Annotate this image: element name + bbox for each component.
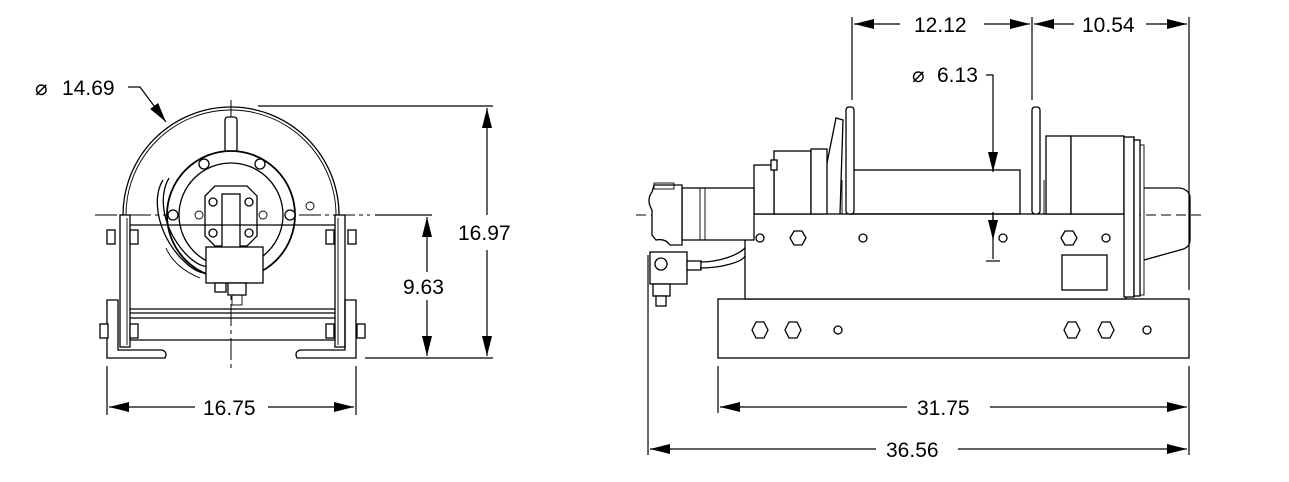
hydraulic-hose <box>156 179 213 274</box>
drum-barrel <box>849 169 1021 215</box>
gear-housing <box>1070 135 1125 215</box>
drum-flange-left <box>845 106 855 215</box>
dim-flange-diameter-value: 14.69 <box>62 77 115 100</box>
dim-base-length: 31.75 <box>917 397 970 420</box>
valve-block <box>205 246 264 284</box>
dim-flange-to-end: 10.54 <box>1082 14 1135 37</box>
shaft-key <box>224 116 238 153</box>
base-angle-right <box>295 299 357 359</box>
dim-overall-length: 36.56 <box>886 439 939 462</box>
side-view <box>636 106 1205 359</box>
right-side-plate <box>334 214 346 348</box>
hex-bolt <box>789 230 807 246</box>
dim-barrel-diameter-symbol: ⌀ <box>912 64 925 87</box>
front-view <box>95 100 370 370</box>
dim-overall-height: 16.97 <box>458 222 511 245</box>
hydraulic-motor-side <box>681 187 755 241</box>
dim-barrel-diameter-value: 6.13 <box>937 64 978 87</box>
dim-shaft-center-height: 9.63 <box>403 276 444 299</box>
base-angle-left <box>106 299 167 359</box>
dim-drum-length: 12.12 <box>914 14 967 37</box>
dim-flange-diameter-symbol: ⌀ <box>35 77 48 100</box>
name-plate <box>1061 254 1108 291</box>
left-side-plate <box>119 214 131 348</box>
valve-block-side <box>649 251 688 285</box>
dim-overall-width: 16.75 <box>203 397 256 420</box>
front-view-dimensions: ⌀ 14.69 16.97 9.63 16.75 <box>35 77 511 420</box>
bolt-head <box>106 229 116 245</box>
drum-flange-right <box>1031 106 1041 215</box>
brake-housing <box>773 150 812 215</box>
side-view-dimensions: 12.12 10.54 ⌀ 6.13 31.75 36.56 <box>647 14 1190 462</box>
